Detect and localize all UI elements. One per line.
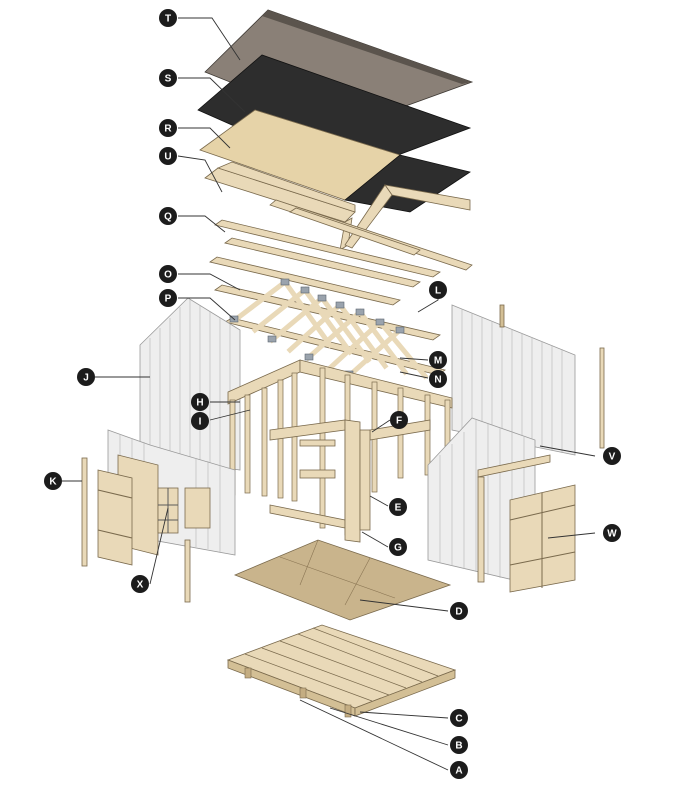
svg-text:A: A	[455, 766, 462, 777]
callout-F: F	[390, 411, 408, 429]
callout-S: S	[159, 69, 177, 87]
svg-text:F: F	[396, 416, 402, 427]
svg-text:I: I	[199, 417, 202, 428]
roof-battens	[209, 199, 473, 306]
svg-text:H: H	[196, 398, 203, 409]
svg-text:K: K	[49, 477, 57, 488]
svg-text:R: R	[164, 124, 172, 135]
floor-frame	[226, 624, 457, 718]
svg-text:S: S	[165, 74, 172, 85]
svg-text:M: M	[434, 356, 442, 367]
callout-D: D	[450, 602, 468, 620]
callout-B: B	[450, 736, 468, 754]
wall-framing	[227, 359, 453, 543]
leader-lines	[62, 17, 596, 771]
right-wall-siding	[451, 304, 576, 456]
svg-text:L: L	[435, 286, 441, 297]
callout-O: O	[159, 265, 177, 283]
callout-P: P	[159, 289, 177, 307]
callout-R: R	[159, 119, 177, 137]
svg-text:D: D	[455, 607, 462, 618]
callout-G: G	[389, 538, 407, 556]
svg-text:V: V	[609, 452, 616, 463]
callout-E: E	[389, 498, 407, 516]
callout-V: V	[603, 447, 621, 465]
svg-text:J: J	[83, 373, 89, 384]
callout-C: C	[450, 709, 468, 727]
roof-trusses	[214, 278, 446, 380]
right-doors	[427, 347, 605, 593]
svg-text:P: P	[165, 294, 172, 305]
callout-Q: Q	[159, 207, 177, 225]
callout-K: K	[44, 472, 62, 490]
callout-N: N	[429, 370, 447, 388]
svg-text:U: U	[164, 152, 171, 163]
callout-W: W	[603, 524, 621, 542]
callout-A: A	[450, 761, 468, 779]
svg-text:B: B	[455, 741, 462, 752]
callout-M: M	[429, 351, 447, 369]
svg-text:C: C	[455, 714, 462, 725]
left-front-siding	[81, 429, 236, 603]
callout-I: I	[191, 412, 209, 430]
callout-U: U	[159, 147, 177, 165]
svg-text:T: T	[165, 14, 171, 25]
svg-text:X: X	[137, 580, 144, 591]
svg-text:W: W	[607, 529, 617, 540]
svg-text:G: G	[394, 543, 402, 554]
callout-J: J	[77, 368, 95, 386]
svg-text:E: E	[395, 503, 402, 514]
left-gable-siding	[139, 297, 241, 471]
svg-text:N: N	[434, 375, 441, 386]
callout-L: L	[429, 281, 447, 299]
floor-sheathing	[233, 539, 452, 621]
callout-T: T	[159, 9, 177, 27]
callout-H: H	[191, 393, 209, 411]
callout-X: X	[131, 575, 149, 593]
svg-text:Q: Q	[164, 212, 172, 223]
svg-text:O: O	[164, 270, 172, 281]
